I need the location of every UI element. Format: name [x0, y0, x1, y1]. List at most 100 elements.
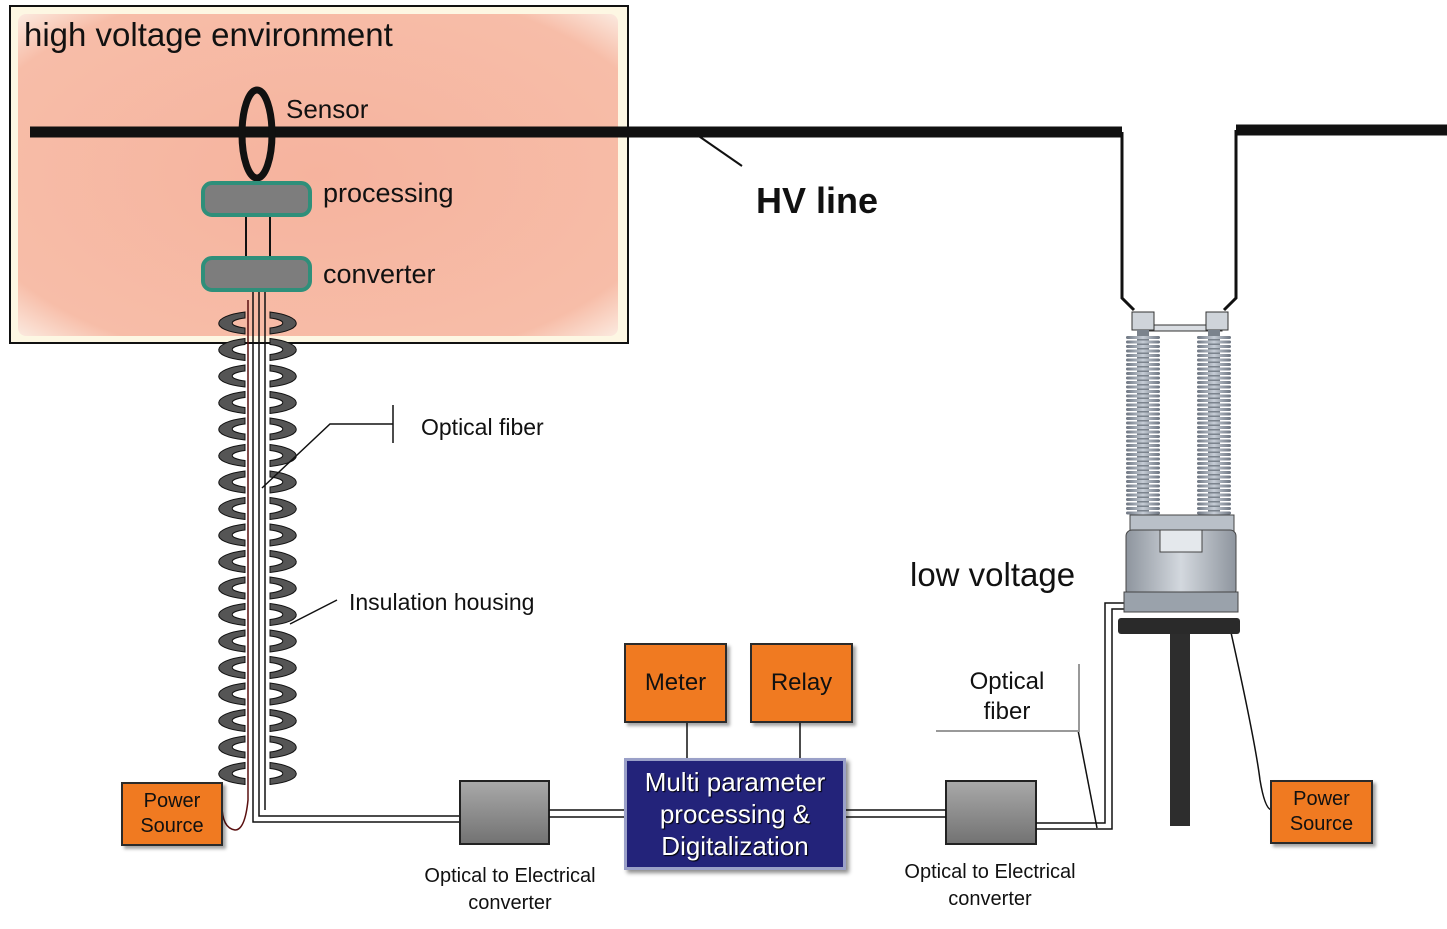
bushing-fin — [1197, 426, 1231, 429]
processing-label: processing — [323, 178, 454, 208]
bushing-fin — [1197, 354, 1231, 357]
bushing-fin — [1197, 480, 1231, 483]
insulator-shed — [269, 443, 297, 468]
bushing-fin — [1126, 345, 1160, 348]
bushing-fin — [1126, 502, 1160, 506]
bushing-fin — [1126, 430, 1160, 434]
insulator-shed — [269, 576, 297, 600]
insulator-shed — [269, 602, 297, 627]
power-source-right: Power Source — [1270, 780, 1373, 844]
insulator-shed — [269, 364, 297, 388]
bushing-fin — [1197, 417, 1231, 420]
o2e-label-right: Optical to Electrical converter — [904, 861, 1076, 910]
bushing-fin — [1126, 354, 1160, 357]
bushing-fin — [1126, 457, 1160, 461]
bushing-fin — [1197, 340, 1231, 344]
insulator-shed — [269, 549, 297, 574]
bushing-fin — [1126, 498, 1160, 501]
high-voltage-zone — [9, 5, 629, 344]
bushing-fin — [1126, 453, 1160, 456]
bushing-fin — [1126, 390, 1160, 393]
bushing-fin — [1197, 394, 1231, 398]
bushing-fin — [1197, 457, 1231, 461]
bushing-fin — [1197, 471, 1231, 474]
bushing-fin — [1126, 439, 1160, 443]
bushing-fin — [1126, 363, 1160, 366]
bushing-fin — [1126, 426, 1160, 429]
bushing-fin — [1197, 363, 1231, 366]
insulator-shed — [269, 629, 297, 653]
insulator-shed — [218, 470, 246, 494]
bushing-fin — [1197, 493, 1231, 497]
optical-fiber-path-left — [221, 292, 462, 831]
bushing-fin — [1126, 381, 1160, 384]
meter-box: Meter — [624, 643, 727, 723]
bushing-fin — [1126, 435, 1160, 438]
bushing-fin — [1197, 408, 1231, 411]
insulator-shed — [218, 682, 246, 706]
insulator-shed — [269, 682, 297, 706]
bushing-fin — [1126, 493, 1160, 497]
bushing-fin — [1197, 376, 1231, 380]
bushing-fin — [1197, 421, 1231, 425]
low-voltage-label: low voltage — [910, 556, 1076, 593]
insulator-shed — [269, 761, 297, 786]
hv-line-label: HV line — [756, 180, 879, 221]
insulator-shed — [218, 761, 246, 786]
bushing-fin — [1126, 412, 1160, 416]
leader-lines — [261, 405, 394, 625]
sensor-label: Sensor — [286, 94, 369, 124]
bushing-fin — [1197, 462, 1231, 465]
insulator-shed — [269, 496, 297, 521]
bushing-fin — [1126, 358, 1160, 362]
insulator-shed — [218, 629, 246, 653]
sensor-ring — [238, 86, 276, 182]
bushing-fin — [1197, 367, 1231, 371]
o2e-label-left: Optical to Electrical converter — [424, 865, 596, 914]
bushing-fin — [1126, 417, 1160, 420]
insulator-shed — [269, 655, 297, 680]
bushing-fin — [1126, 489, 1160, 492]
bushing-fin — [1197, 444, 1231, 447]
bushing-fin — [1126, 403, 1160, 407]
bushing-fin — [1126, 484, 1160, 488]
bushing-fin — [1126, 475, 1160, 479]
insulator-shed — [218, 496, 246, 521]
insulator-shed — [269, 311, 297, 335]
bushing-fin — [1197, 381, 1231, 384]
bushing-fin — [1197, 372, 1231, 375]
insulation-housing-label: Insulation housing — [349, 589, 535, 615]
insulator-shed — [218, 576, 246, 600]
insulator-shed — [269, 735, 297, 759]
bushing-fin — [1197, 358, 1231, 362]
bushing-fin — [1126, 372, 1160, 375]
insulator-shed — [218, 735, 246, 759]
insulator-shed — [218, 602, 246, 627]
bushing-fin — [1126, 367, 1160, 371]
bushing-fin — [1197, 448, 1231, 452]
bushing-fin — [1126, 448, 1160, 452]
bushing-fin — [1197, 336, 1231, 339]
power-source-left: Power Source — [121, 782, 223, 846]
insulator-shed — [218, 311, 246, 335]
bushing-fin — [1197, 390, 1231, 393]
converter-block — [201, 256, 312, 292]
bushing-fin — [1197, 349, 1231, 353]
bushing-fin — [1126, 340, 1160, 344]
bushing-fin — [1197, 403, 1231, 407]
optical-fiber-label-left: Optical fiber — [421, 414, 544, 440]
bushing-fin — [1197, 498, 1231, 501]
insulator-shed — [218, 417, 246, 441]
o2e-converter-right — [945, 780, 1037, 845]
bushing-fin — [1197, 345, 1231, 348]
bushing-fin — [1126, 349, 1160, 353]
multi-parameter-processing-box: Multi parameter processing & Digitalizat… — [624, 758, 846, 870]
insulator-shed — [218, 443, 246, 468]
bushing-fin — [1197, 507, 1231, 510]
insulator-shed — [218, 390, 246, 415]
bushing-fin — [1126, 480, 1160, 483]
bushing-fin — [1126, 399, 1160, 402]
insulator-shed — [218, 549, 246, 574]
bushing-fin — [1126, 394, 1160, 398]
